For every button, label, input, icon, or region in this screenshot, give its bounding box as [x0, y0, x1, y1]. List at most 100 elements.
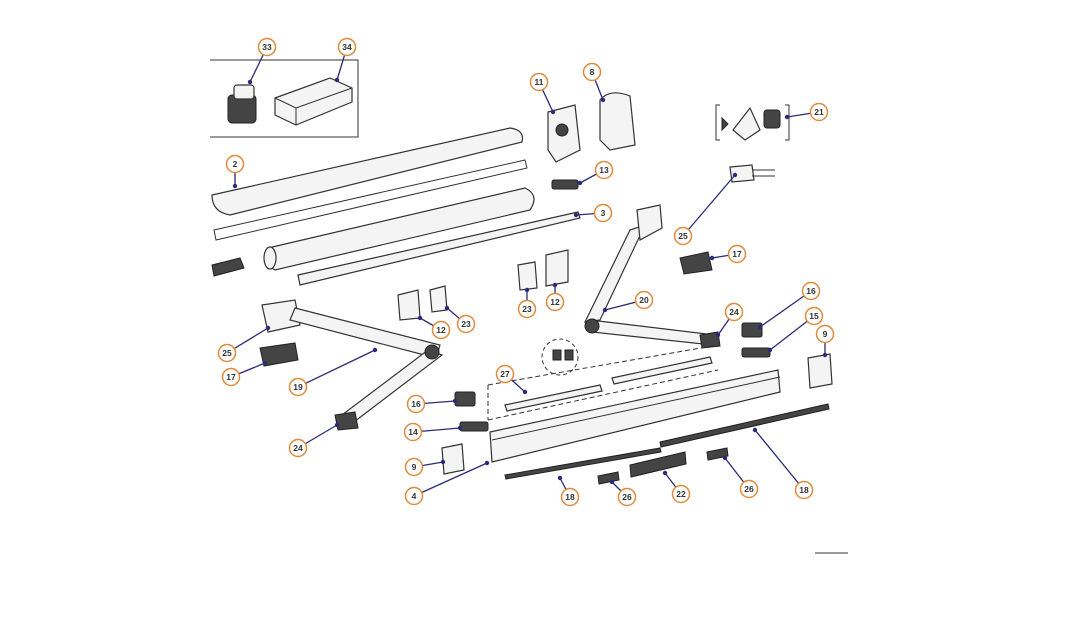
callout-ring [456, 314, 476, 334]
leader-arrow-icon [600, 97, 606, 103]
part-12-mid [545, 249, 569, 287]
callout-11: 11 [529, 72, 556, 115]
leader-arrow-icon [602, 307, 608, 313]
leader-line [759, 290, 812, 328]
leader-arrow-icon [784, 114, 790, 120]
callout-number: 26 [622, 492, 632, 502]
leader-line [682, 174, 736, 237]
part-26-right [706, 447, 729, 461]
callout-number: 25 [678, 231, 688, 241]
callout-number: 4 [412, 491, 417, 501]
callout-number: 9 [823, 329, 828, 339]
leader-arrow-icon [752, 427, 758, 433]
callout-number: 2 [233, 159, 238, 169]
callout-ring [804, 306, 824, 326]
leader-arrow-icon [452, 398, 458, 404]
callout-ring [517, 299, 537, 319]
leader-arrow-icon [577, 180, 583, 186]
callout-16: 16 [406, 394, 458, 414]
callout-ring [724, 302, 744, 322]
leader-arrow-icon [552, 282, 558, 288]
callout-number: 23 [522, 304, 532, 314]
callout-number: 34 [342, 42, 352, 52]
callout-ring [593, 203, 613, 223]
leader-arrow-icon [662, 470, 668, 476]
leader-arrow-icon [709, 255, 715, 261]
callout-25: 25 [673, 172, 738, 246]
callout-15: 15 [767, 306, 824, 353]
leader-arrow-icon [550, 109, 556, 115]
part-15 [741, 347, 771, 358]
part-23-left [429, 285, 448, 313]
callout-ring [739, 479, 759, 499]
callout-number: 18 [565, 492, 575, 502]
callout-23: 23 [517, 287, 537, 319]
part-9-right [807, 353, 833, 389]
part-27-dashed-box [487, 338, 719, 421]
callout-number: 8 [590, 67, 595, 77]
callout-number: 3 [601, 208, 606, 218]
callout-34: 34 [334, 37, 357, 83]
leader-arrow-icon [573, 212, 579, 218]
part-23-mid [517, 261, 538, 291]
callout-ring [673, 226, 693, 246]
part-control-box [274, 77, 353, 126]
callout-ring [288, 438, 308, 458]
leader-line [754, 429, 805, 491]
callout-number: 23 [461, 319, 471, 329]
callout-number: 26 [744, 484, 754, 494]
leader-arrow-icon [822, 352, 828, 358]
callout-16: 16 [757, 281, 821, 330]
part-bracket-25-right [729, 164, 775, 183]
callout-number: 25 [222, 348, 232, 358]
callout-ring [634, 290, 654, 310]
callout-9: 9 [404, 457, 446, 477]
part-14 [459, 421, 489, 432]
callout-9: 9 [815, 324, 835, 358]
callout-12: 12 [417, 315, 451, 340]
part-26-left [597, 471, 620, 485]
callout-2: 2 [225, 154, 245, 189]
callout-ring [727, 244, 747, 264]
callout-ring [225, 154, 245, 174]
callout-number: 24 [729, 307, 739, 317]
leader-arrow-icon [715, 332, 721, 338]
leader-arrow-icon [334, 77, 340, 83]
callout-number: 18 [799, 485, 809, 495]
callout-ring [529, 72, 549, 92]
part-16-left [454, 391, 476, 407]
callout-number: 16 [806, 286, 816, 296]
callout-ring [495, 364, 515, 384]
part-front-bar [489, 369, 781, 463]
leader-arrow-icon [524, 287, 530, 293]
callout-number: 24 [293, 443, 303, 453]
callout-ring [582, 62, 602, 82]
callout-number: 21 [814, 107, 824, 117]
callout-number: 17 [226, 372, 236, 382]
callout-number: 11 [535, 77, 544, 87]
leader-arrow-icon [440, 459, 446, 465]
callout-ring [431, 320, 451, 340]
callout-number: 13 [599, 165, 609, 175]
callout-ring [809, 102, 829, 122]
callout-ring [671, 484, 691, 504]
callout-ring [545, 292, 565, 312]
callout-number: 14 [408, 427, 418, 437]
callout-ring [288, 377, 308, 397]
callout-21: 21 [784, 102, 829, 122]
part-rod-18-right [659, 403, 830, 448]
part-16-right [741, 322, 763, 338]
part-cassette-profile [211, 127, 528, 241]
callout-23: 23 [444, 305, 476, 334]
callout-ring [815, 324, 835, 344]
callout-3: 3 [573, 203, 613, 223]
callout-number: 33 [262, 42, 272, 52]
leader-arrow-icon [757, 324, 763, 330]
callout-ring [801, 281, 821, 301]
callout-13: 13 [577, 160, 614, 186]
part-roller-tube [211, 187, 535, 277]
leader-line [413, 462, 488, 497]
part-right-arm [583, 204, 721, 349]
leader-arrow-icon [372, 347, 378, 353]
